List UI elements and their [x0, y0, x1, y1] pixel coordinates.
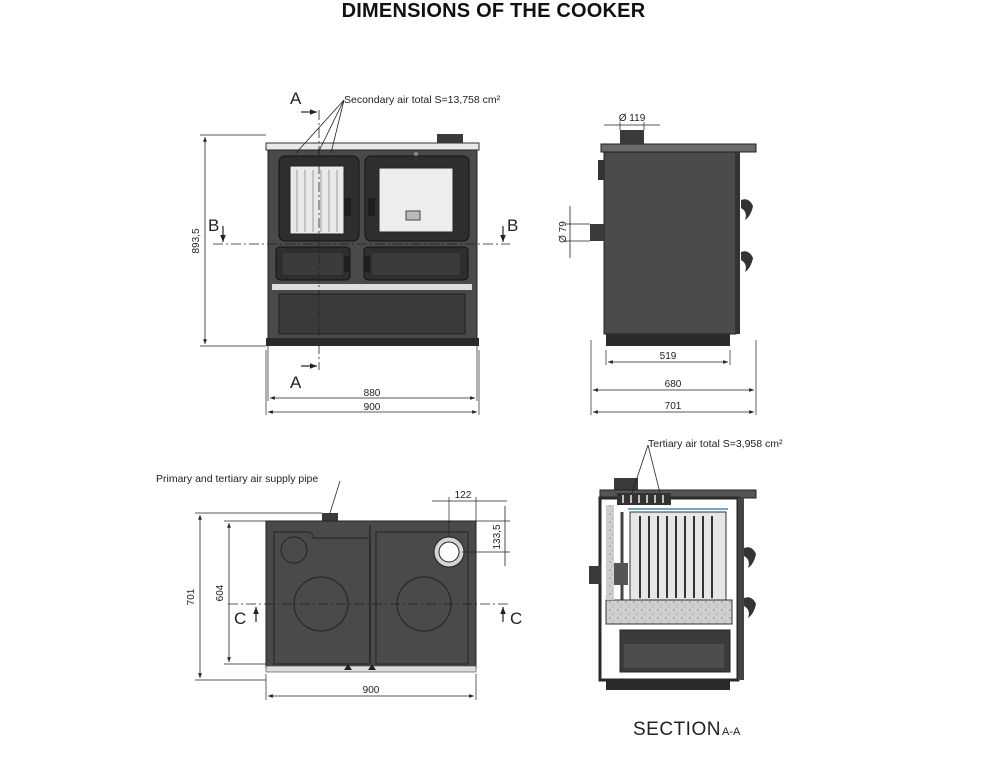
section-mark-b-left: B	[208, 216, 219, 235]
tertiary-air-note: Tertiary air total S=3,958 cm²	[648, 438, 783, 450]
width-outer-dimension: 900	[364, 402, 381, 413]
section-view: Tertiary air total S=3,958 cm² SECTION A…	[589, 438, 783, 740]
section-mark-b-right: B	[507, 216, 518, 235]
height-dimension: 893,5	[191, 228, 202, 253]
depth-body-dimension: 680	[665, 379, 682, 390]
section-mark-a-bottom: A	[290, 373, 302, 392]
depth-total-dimension: 701	[665, 401, 682, 412]
section-label: SECTION	[633, 719, 721, 740]
top-width-dimension: 900	[363, 685, 380, 696]
section-label-sub: A-A	[722, 726, 741, 738]
dim-133: 133,5	[492, 524, 503, 549]
section-mark-c-right: C	[510, 609, 522, 628]
dim-122: 122	[455, 490, 472, 501]
secondary-air-note: Secondary air total S=13,758 cm²	[344, 94, 501, 106]
top-depth-inner-dimension: 604	[215, 584, 226, 601]
inlet-diameter: Ø 79	[558, 221, 569, 243]
top-view: Primary and tertiary air supply pipe 122…	[156, 473, 522, 700]
width-inner-dimension: 880	[364, 388, 381, 399]
section-mark-c-left: C	[234, 609, 246, 628]
flue-diameter: Ø 119	[619, 113, 646, 124]
page-title: DIMENSIONS OF THE COOKER	[341, 0, 646, 22]
front-view: Secondary air total S=13,758 cm² A A B B…	[191, 89, 518, 415]
supply-pipe-note: Primary and tertiary air supply pipe	[156, 473, 318, 485]
side-view: Ø 119 Ø 79 519 680 701	[558, 113, 757, 415]
depth-base-dimension: 519	[660, 351, 677, 362]
section-mark-a-top: A	[290, 89, 302, 108]
top-depth-total-dimension: 701	[186, 588, 197, 605]
